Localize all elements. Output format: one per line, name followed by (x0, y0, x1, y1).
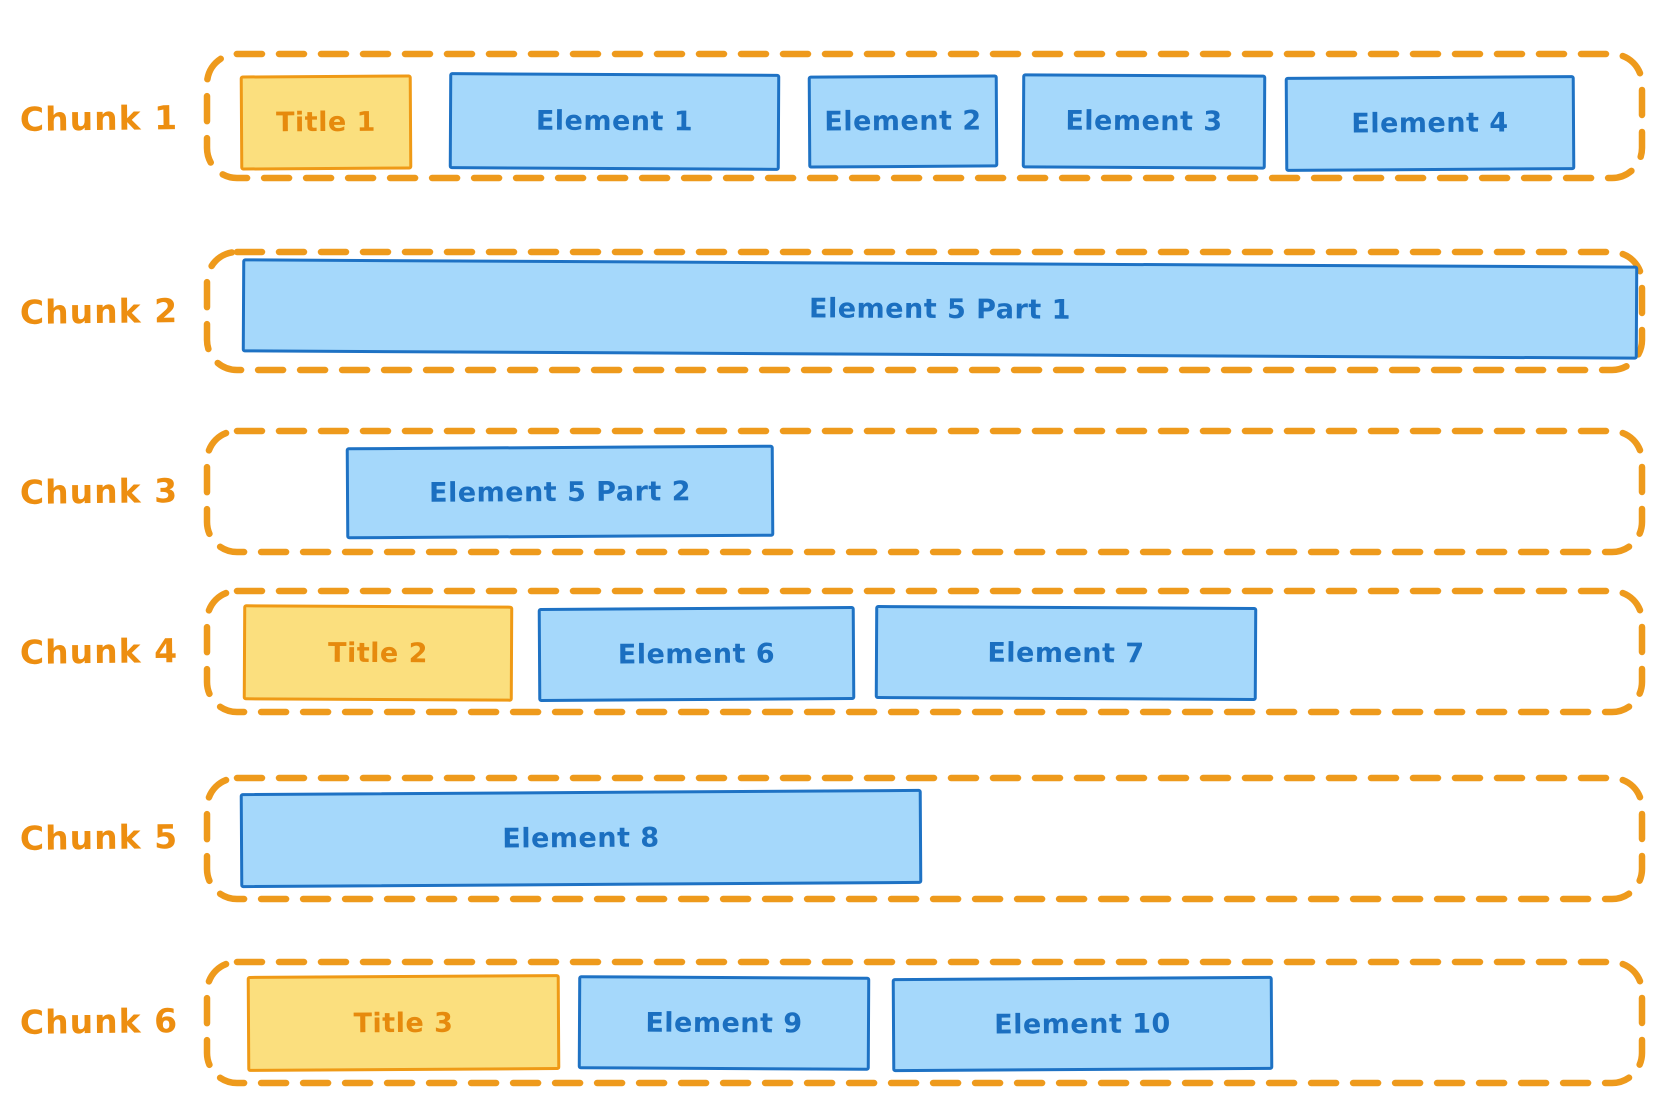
chunk-label-3: Chunk 3 (19, 471, 179, 512)
chunk-label-6: Chunk 6 (19, 1001, 179, 1042)
element-box: Element 7 (874, 605, 1258, 701)
element-box: Element 1 (448, 72, 781, 171)
chunk-container-4: Title 2 Element 6 Element 7 (203, 587, 1646, 716)
chunk-container-6: Title 3 Element 9 Element 10 (203, 958, 1646, 1087)
element-box: Element 4 (1284, 75, 1576, 172)
element-box: Element 5 Part 1 (241, 258, 1639, 360)
title-box: Title 3 (246, 974, 561, 1072)
element-box: Element 6 (537, 606, 856, 702)
chunk-label-4: Chunk 4 (19, 631, 179, 672)
element-box: Element 10 (891, 975, 1274, 1073)
element-box: Element 5 Part 2 (345, 444, 775, 540)
chunk-container-3: Element 5 Part 2 (203, 427, 1646, 556)
element-box: Element 8 (239, 788, 923, 889)
element-box: Element 3 (1021, 73, 1267, 170)
title-box: Title 1 (239, 74, 413, 171)
chunk-container-2: Element 5 Part 1 (203, 248, 1646, 374)
chunk-label-2: Chunk 2 (19, 291, 179, 332)
chunk-container-1: Title 1 Element 1 Element 2 Element 3 El… (203, 50, 1646, 182)
element-box: Element 2 (807, 74, 999, 169)
chunk-label-1: Chunk 1 (19, 98, 179, 139)
element-box: Element 9 (577, 975, 871, 1071)
chunk-container-5: Element 8 (203, 774, 1646, 903)
chunk-label-5: Chunk 5 (19, 817, 179, 858)
title-box: Title 2 (242, 604, 514, 702)
